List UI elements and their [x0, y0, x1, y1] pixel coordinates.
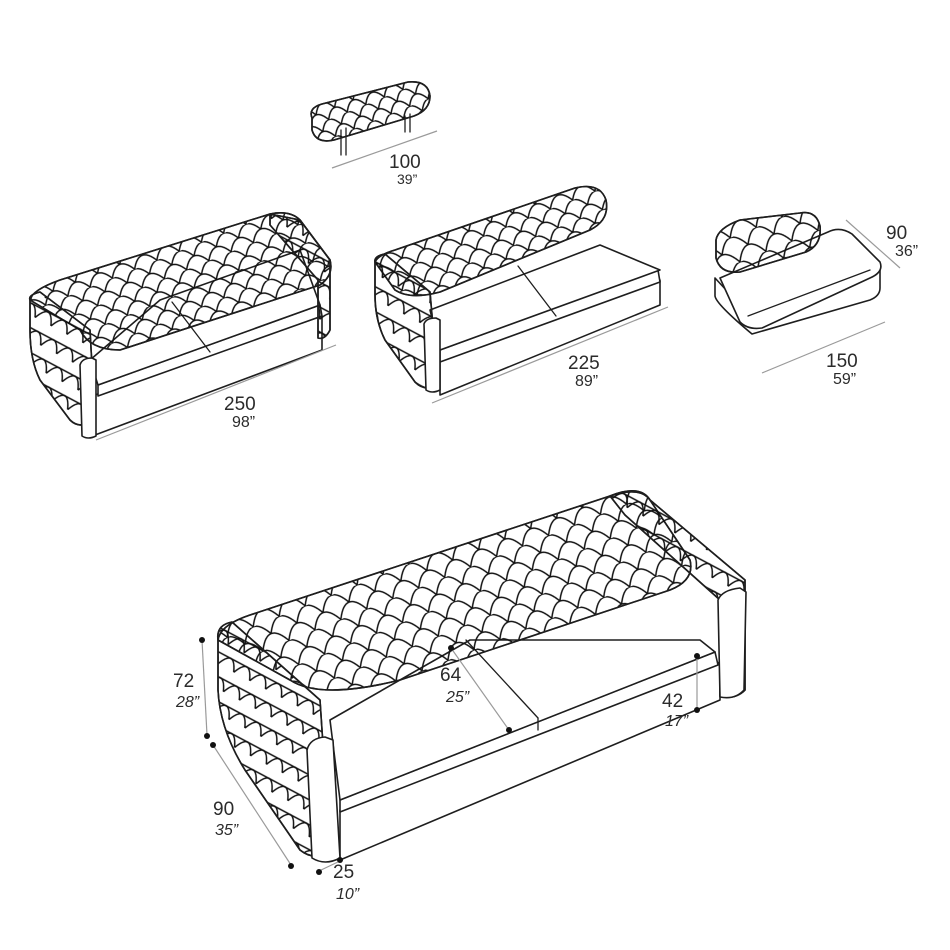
detail-seat-depth-cm: 64 — [440, 665, 462, 686]
dimension-markers — [199, 637, 700, 875]
detail-seat-height-cm: 42 — [662, 691, 684, 712]
bench-width-cm: 100 — [389, 152, 421, 173]
chaise-depth-cm: 90 — [886, 223, 908, 244]
chaise-width-cm: 150 — [826, 351, 858, 372]
detail-height-in: 28” — [176, 694, 200, 711]
detail-depth-in: 35” — [215, 822, 239, 839]
detail-seat-depth-in: 25” — [446, 689, 470, 706]
bench-width-in: 39” — [397, 171, 418, 187]
sofa-250-width-in: 98” — [232, 414, 256, 431]
sofa-250-drawing — [28, 212, 337, 441]
sofa-225-width-cm: 225 — [568, 353, 600, 374]
sofa-detail-drawing — [199, 490, 747, 875]
sofa-225-width-in: 89” — [575, 373, 599, 390]
chaise-depth-in: 36” — [895, 243, 919, 260]
detail-arm-width-in: 10” — [336, 886, 360, 903]
chaise-width-in: 59” — [833, 371, 857, 388]
sofa-225-drawing — [374, 185, 669, 404]
detail-seat-height-in: 17” — [665, 713, 689, 730]
sofa-250-width-cm: 250 — [224, 394, 256, 415]
detail-depth-cm: 90 — [213, 799, 235, 820]
bench-drawing — [310, 80, 438, 169]
detail-height-cm: 72 — [173, 671, 195, 692]
detail-arm-width-cm: 25 — [333, 862, 355, 883]
chaise-150-drawing — [714, 211, 901, 374]
